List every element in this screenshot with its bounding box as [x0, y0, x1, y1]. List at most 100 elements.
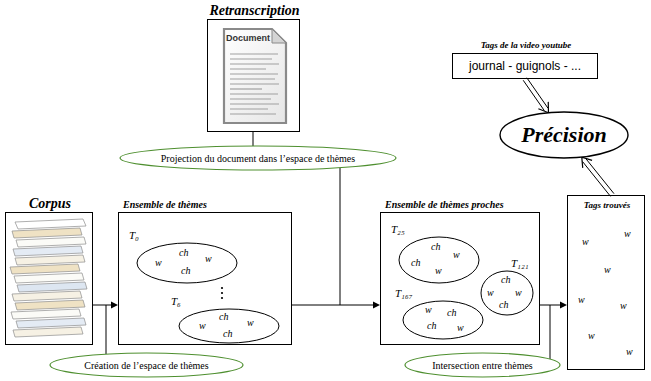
- theme-label: T₀: [129, 229, 139, 241]
- word-label: w: [604, 264, 611, 275]
- word-label: ch: [179, 247, 188, 258]
- word-label: w: [620, 300, 627, 311]
- word-label: w: [155, 257, 162, 268]
- connector-line: [586, 159, 614, 194]
- ellipsis-dots-part: [221, 287, 223, 289]
- document-icon-part-part: [230, 93, 278, 94]
- theme-ellipse: T₁₂₁chwwch: [481, 271, 533, 315]
- document-icon-part: [230, 54, 279, 114]
- process-label: Intersection entre thèmes: [432, 360, 533, 371]
- connector-line: [523, 80, 544, 110]
- found-tags-box: Tags trouvés w w w w w w w: [567, 195, 645, 370]
- word-label: w: [199, 320, 206, 331]
- word-label: ch: [431, 241, 440, 252]
- word-label: ch: [219, 311, 228, 322]
- document-icon-part-part: [230, 73, 278, 74]
- word-label: w: [453, 249, 460, 260]
- document-icon-part-part: [230, 53, 278, 54]
- ellipse-outline: [403, 301, 483, 339]
- document-icon-part-part: [230, 78, 275, 79]
- word-label: ch: [447, 307, 456, 318]
- word-label: ch: [223, 328, 232, 339]
- ellipse-outline: [137, 243, 237, 283]
- arrowhead: [560, 302, 567, 309]
- result-label: Précision: [521, 122, 607, 148]
- word-label: ch: [411, 257, 420, 268]
- connector-line: [540, 305, 561, 306]
- connector-line: [527, 78, 548, 108]
- word-label: w: [588, 330, 595, 341]
- box-heading: Corpus: [29, 196, 71, 212]
- ellipsis-dots-part: [221, 297, 223, 299]
- attachment-line-part: [340, 168, 341, 305]
- box-heading: Tags trouvés: [584, 200, 630, 210]
- attachment-line-part: [106, 305, 107, 354]
- document-icon-part-part: [230, 103, 279, 104]
- connector-line: [253, 132, 254, 146]
- process-label: Création de l’espace de thèmes: [84, 360, 208, 371]
- connector: [93, 302, 118, 309]
- word-label: w: [457, 322, 464, 333]
- word-label: w: [435, 265, 442, 276]
- document-icon: [224, 29, 286, 123]
- document-icon-part-part: [230, 108, 268, 109]
- ellipse-outline: [500, 112, 628, 158]
- word-label: w: [626, 346, 633, 357]
- theme-label: T₆: [171, 295, 181, 307]
- theme-ellipse: T₂₅chwchw: [399, 237, 479, 283]
- document-icon-part-part: [230, 98, 271, 99]
- box-heading: Ensemble de thèmes: [123, 199, 207, 210]
- ellipsis-dots-part: [221, 292, 223, 294]
- process-label: Projection du document dans l’espace de …: [161, 153, 355, 164]
- connector-line: [583, 162, 611, 197]
- paper-stack-part: [14, 273, 84, 283]
- connector: [540, 302, 567, 309]
- word-label: w: [578, 294, 585, 305]
- paper-stack-part: [15, 255, 85, 265]
- paper-stack-part: [15, 219, 86, 229]
- tag-list: journal - guignols - ...: [469, 59, 581, 73]
- connector: [523, 78, 548, 113]
- connector: [582, 157, 614, 196]
- paper-stack-part: [17, 282, 87, 292]
- theme-label: T₁₆₇: [395, 287, 413, 299]
- ellipse-outline: [399, 237, 479, 283]
- theme-set-box: Ensemble de thèmesT₀chwwchT₆chwwch: [118, 212, 292, 345]
- word-label: w: [624, 228, 631, 239]
- box-heading: Retranscription: [209, 3, 299, 19]
- document-icon-part-part: [230, 58, 272, 59]
- connector-line: [93, 305, 112, 306]
- word-label: w: [487, 287, 494, 298]
- ellipsis-dots: [221, 287, 223, 299]
- ellipse-outline: [179, 309, 279, 343]
- box-heading: Ensemble de thèmes proches: [385, 199, 504, 210]
- connector: [292, 302, 380, 309]
- arrowhead: [373, 302, 380, 309]
- document-icon-part-part: [230, 63, 279, 64]
- arrowhead: [538, 102, 548, 113]
- paper-stack-part: [12, 291, 82, 301]
- process-ellipse: Projection du document dans l’espace de …: [120, 146, 396, 170]
- connector-line: [292, 305, 374, 306]
- result-ellipse: Précision: [500, 112, 628, 158]
- word-label: ch: [427, 320, 436, 331]
- word-label: w: [582, 236, 589, 247]
- ellipse-outline: [50, 353, 243, 377]
- document-icon-part-part: [230, 68, 266, 69]
- paper-stack-part: [13, 246, 83, 256]
- word-label: ch: [501, 274, 510, 285]
- word-label: w: [247, 317, 254, 328]
- tag-box: Tags de la video youtubejournal - guigno…: [452, 53, 598, 79]
- box-heading: Tags de la video youtube: [481, 40, 572, 50]
- document-icon-part-part: [230, 88, 262, 89]
- attachment-line: [106, 168, 550, 359]
- paper-stack-part: [16, 318, 86, 328]
- theme-label: T₁₂₁: [511, 257, 529, 269]
- ellipse-outline: [120, 146, 396, 170]
- document-icon-part: [272, 29, 286, 43]
- connector: [253, 132, 254, 146]
- document-icon-part-part: [230, 113, 276, 114]
